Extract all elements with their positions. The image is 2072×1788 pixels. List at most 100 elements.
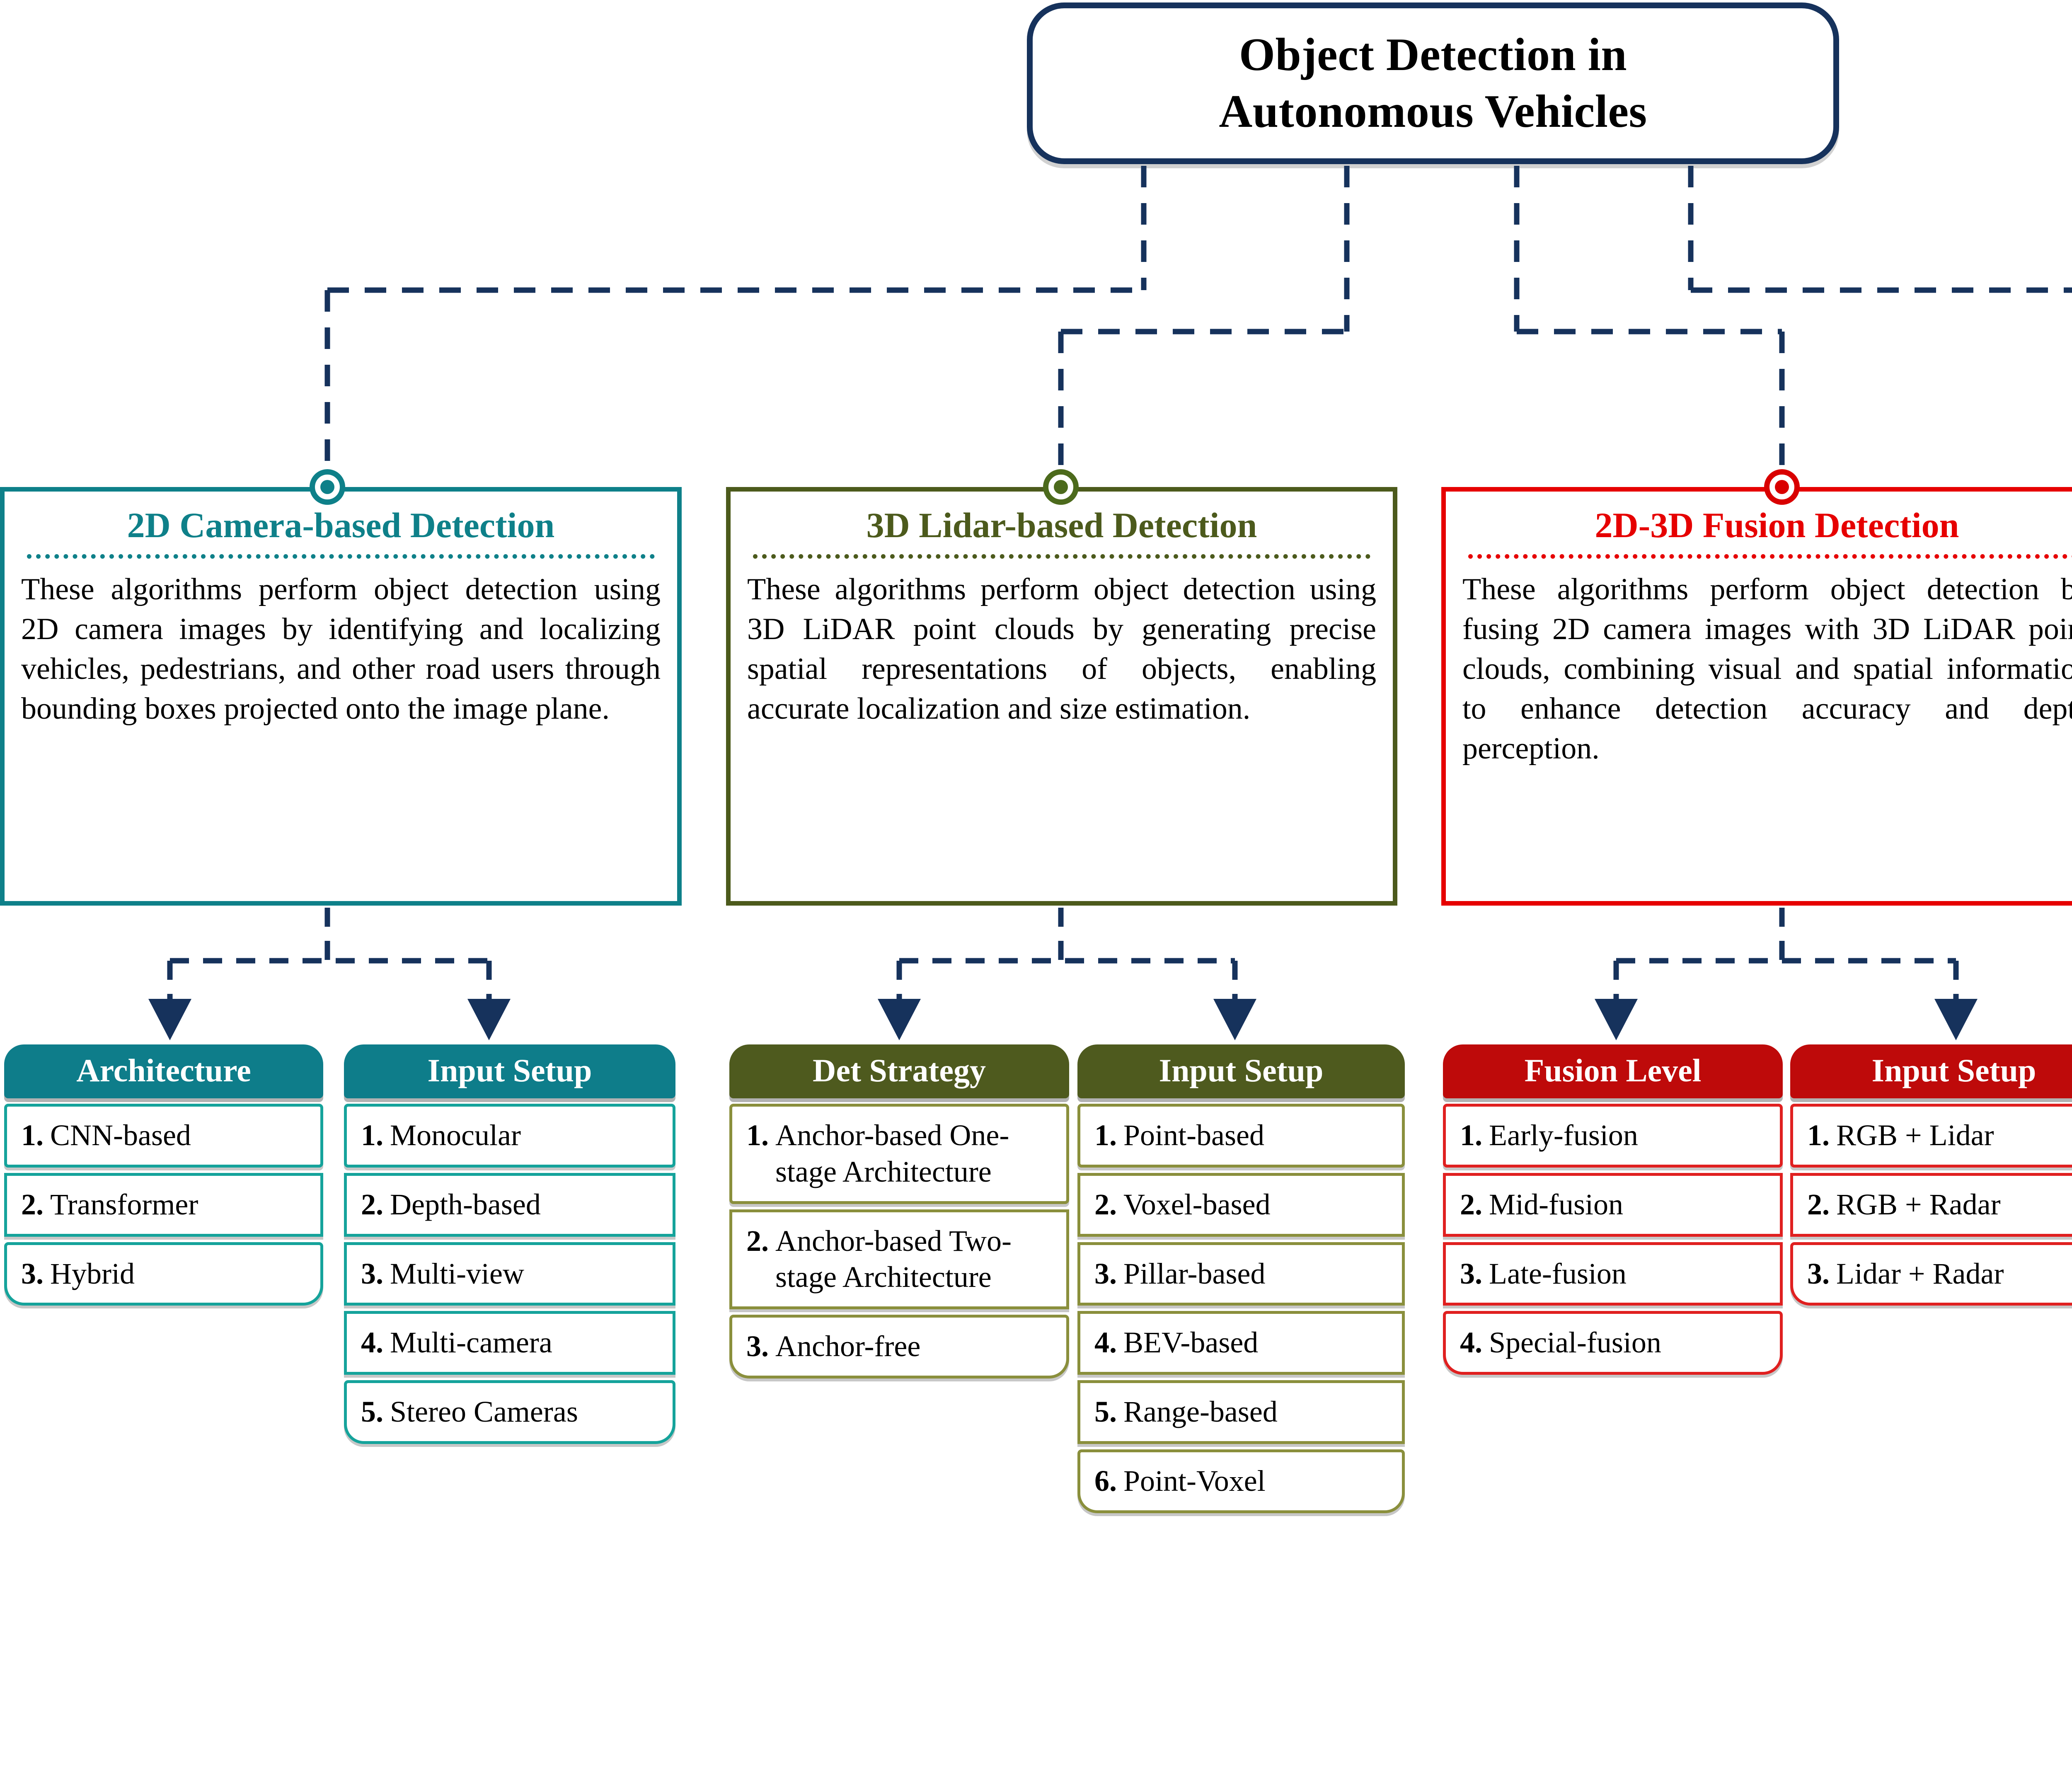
list-item-label: Late-fusion xyxy=(1489,1257,1627,1290)
list-item[interactable]: 2.Mid-fusion xyxy=(1443,1173,1783,1237)
list-item-number: 3. xyxy=(1094,1257,1117,1290)
list-item-number: 1. xyxy=(21,1118,44,1152)
list-item-number: 1. xyxy=(1807,1118,1830,1152)
category-description-lidar: These algorithms perform object detectio… xyxy=(747,572,1376,726)
list-item-label: Hybrid xyxy=(50,1257,135,1290)
list-item[interactable]: 1.CNN-based xyxy=(4,1103,323,1168)
list-item-label: BEV-based xyxy=(1123,1326,1259,1359)
list-item-number: 5. xyxy=(1094,1395,1117,1429)
branch-node-dot-fusion xyxy=(1764,469,1800,505)
list-item-number: 4. xyxy=(1460,1326,1482,1359)
list-item[interactable]: 3.Pillar-based xyxy=(1077,1242,1405,1306)
root-title: Object Detection in Autonomous Vehicles xyxy=(1219,27,1647,140)
list-item[interactable]: 5.Range-based xyxy=(1077,1380,1405,1444)
category-divider-lidar xyxy=(753,554,1370,559)
list-item[interactable]: 2.Voxel-based xyxy=(1077,1173,1405,1237)
category-description-camera: These algorithms perform object detectio… xyxy=(21,572,661,726)
column-header-fusion-1[interactable]: Input Setup xyxy=(1790,1044,2072,1098)
list-item-label: Depth-based xyxy=(390,1187,541,1221)
list-item-label: Multi-view xyxy=(390,1257,524,1290)
list-item-number: 4. xyxy=(1094,1326,1117,1359)
branch-node-dot-camera xyxy=(310,469,345,505)
list-item-label: Stereo Cameras xyxy=(390,1395,578,1429)
list-item-number: 1. xyxy=(746,1118,769,1152)
category-title-lidar: 3D Lidar-based Detection xyxy=(866,505,1257,545)
list-item-label: Point-Voxel xyxy=(1123,1464,1266,1498)
list-item-label: Lidar + Radar xyxy=(1836,1257,2004,1290)
list-item[interactable]: 3.Hybrid xyxy=(4,1242,323,1306)
list-item[interactable]: 4.BEV-based xyxy=(1077,1311,1405,1375)
list-item[interactable]: 2.Depth-based xyxy=(344,1173,675,1237)
category-title-fusion: 2D-3D Fusion Detection xyxy=(1595,505,1959,545)
root-node: Object Detection in Autonomous Vehicles xyxy=(1027,2,1839,164)
list-item-label: Anchor-free xyxy=(775,1330,921,1363)
list-item-number: 1. xyxy=(1094,1118,1117,1152)
list-item[interactable]: 5.Stereo Cameras xyxy=(344,1380,675,1444)
list-item-label: CNN-based xyxy=(50,1118,191,1152)
category-description-fusion: These algorithms perform object detectio… xyxy=(1462,572,2072,766)
list-item-label: Pillar-based xyxy=(1123,1257,1266,1290)
list-item-label: Transformer xyxy=(50,1187,198,1221)
list-item-label: Anchor-based One-stage Architecture xyxy=(775,1118,1009,1188)
list-item-number: 1. xyxy=(1460,1118,1482,1152)
list-item-label: Early-fusion xyxy=(1489,1118,1638,1152)
list-item[interactable]: 3.Late-fusion xyxy=(1443,1242,1783,1306)
list-item-number: 3. xyxy=(746,1330,769,1363)
list-item[interactable]: 2.Anchor-based Two-stage Architecture xyxy=(729,1209,1069,1310)
column-header-camera-1[interactable]: Input Setup xyxy=(344,1044,675,1098)
column-header-fusion-0[interactable]: Fusion Level xyxy=(1443,1044,1783,1098)
list-item[interactable]: 4.Special-fusion xyxy=(1443,1311,1783,1375)
list-item-number: 3. xyxy=(1460,1257,1482,1290)
list-item-label: Range-based xyxy=(1123,1395,1278,1429)
list-item[interactable]: 1.Point-based xyxy=(1077,1103,1405,1168)
list-item-number: 3. xyxy=(1807,1257,1830,1290)
column-header-lidar-0[interactable]: Det Strategy xyxy=(729,1044,1069,1098)
list-item-number: 5. xyxy=(361,1395,383,1429)
list-item-label: Special-fusion xyxy=(1489,1326,1661,1359)
list-item[interactable]: 1.RGB + Lidar xyxy=(1790,1103,2072,1168)
list-item[interactable]: 3.Multi-view xyxy=(344,1242,675,1306)
list-item[interactable]: 1.Early-fusion xyxy=(1443,1103,1783,1168)
category-title-camera: 2D Camera-based Detection xyxy=(127,505,555,545)
list-item[interactable]: 2.RGB + Radar xyxy=(1790,1173,2072,1237)
list-item-label: Anchor-based Two-stage Architecture xyxy=(775,1224,1012,1294)
column-header-lidar-1[interactable]: Input Setup xyxy=(1077,1044,1405,1098)
list-item-label: Multi-camera xyxy=(390,1326,552,1359)
list-item-label: RGB + Radar xyxy=(1836,1187,2001,1221)
list-item-number: 4. xyxy=(361,1326,383,1359)
root-title-line1: Object Detection in xyxy=(1239,29,1627,81)
list-item-label: Point-based xyxy=(1123,1118,1264,1152)
list-item[interactable]: 1.Monocular xyxy=(344,1103,675,1168)
list-item-label: Mid-fusion xyxy=(1489,1187,1623,1221)
list-item[interactable]: 1.Anchor-based One-stage Architecture xyxy=(729,1103,1069,1204)
list-item-number: 3. xyxy=(361,1257,383,1290)
list-item[interactable]: 3.Lidar + Radar xyxy=(1790,1242,2072,1306)
category-divider-fusion xyxy=(1468,554,2072,559)
list-item-number: 3. xyxy=(21,1257,44,1290)
list-item-number: 6. xyxy=(1094,1464,1117,1498)
list-item-number: 2. xyxy=(1807,1187,1830,1221)
list-item-number: 2. xyxy=(361,1187,383,1221)
category-divider-camera xyxy=(27,554,655,559)
list-item-number: 1. xyxy=(361,1118,383,1152)
list-item-number: 2. xyxy=(746,1224,769,1257)
list-item[interactable]: 4.Multi-camera xyxy=(344,1311,675,1375)
column-header-camera-0[interactable]: Architecture xyxy=(4,1044,323,1098)
list-item-label: Voxel-based xyxy=(1123,1187,1271,1221)
list-item[interactable]: 3.Anchor-free xyxy=(729,1315,1069,1379)
list-item[interactable]: 6.Point-Voxel xyxy=(1077,1449,1405,1513)
root-title-line2: Autonomous Vehicles xyxy=(1219,86,1647,137)
list-item-number: 2. xyxy=(1460,1187,1482,1221)
list-item-label: RGB + Lidar xyxy=(1836,1118,1994,1152)
list-item[interactable]: 2.Transformer xyxy=(4,1173,323,1237)
list-item-number: 2. xyxy=(1094,1187,1117,1221)
